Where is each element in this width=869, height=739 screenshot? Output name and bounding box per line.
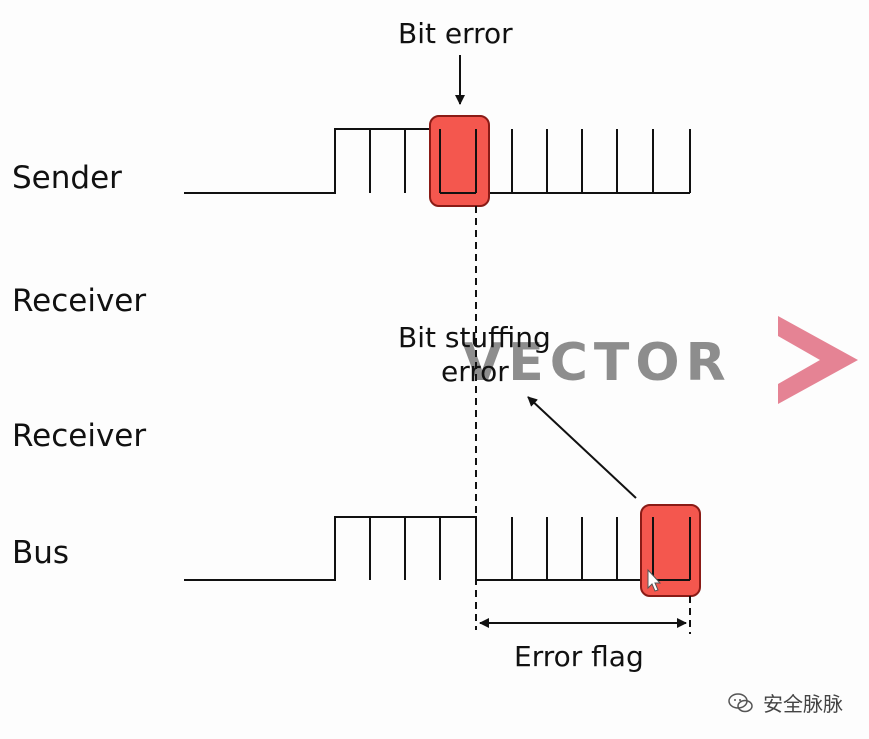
bit-stuffing-label-line1: Bit stuffing	[398, 321, 551, 354]
vector-watermark: VECTOR	[462, 316, 858, 404]
source-name: 安全脉脉	[763, 692, 843, 716]
bit-stuffing-highlight	[640, 504, 701, 597]
wechat-icon	[728, 692, 753, 712]
bit-error-highlight	[429, 115, 490, 207]
receiver-label-1: Receiver	[12, 283, 146, 319]
bit-stuffing-inner-edge	[652, 517, 691, 581]
vector-watermark-text: VECTOR	[462, 333, 732, 393]
bit-error-label: Bit error	[398, 17, 513, 50]
cursor-icon	[647, 568, 662, 592]
receiver-label-2: Receiver	[12, 418, 146, 454]
bit-error-inner-edge	[439, 129, 477, 194]
error-flag-label: Error flag	[514, 640, 644, 673]
vector-chevron-icon	[778, 316, 858, 404]
bus-label: Bus	[12, 535, 69, 571]
bus-waveform	[184, 516, 690, 581]
sender-label: Sender	[12, 160, 122, 196]
bit-stuffing-label-line2: error	[441, 355, 509, 388]
bit-stuffing-arrow	[527, 396, 637, 499]
source-watermark: 安全脉脉	[727, 688, 843, 717]
